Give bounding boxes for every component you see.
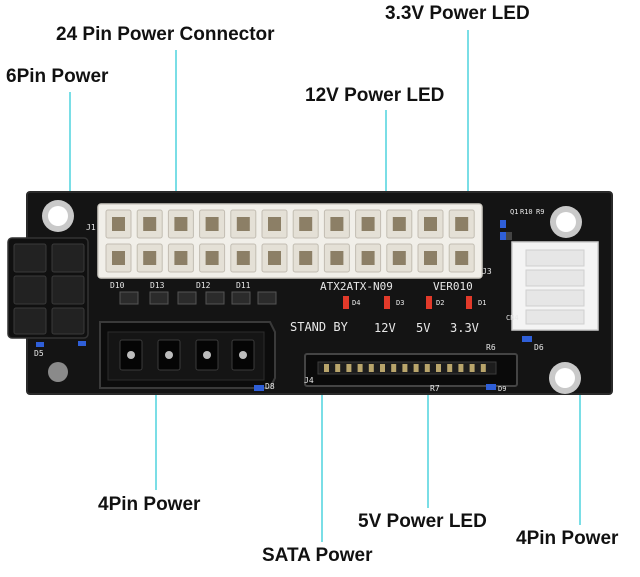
silk-board-name: ATX2ATX-N09 [320, 280, 393, 293]
silk-5v: 5V [416, 321, 430, 335]
sata-pin [335, 364, 341, 372]
silk-d6: D6 [534, 343, 544, 352]
label-4pin-power-right: 4Pin Power [516, 528, 619, 549]
pin-contact [205, 251, 219, 265]
silkscreen-text: ATX2ATX-N09 VER010 STAND BY 12V 5V 3.3V … [34, 208, 544, 393]
silk-r7: R7 [430, 384, 440, 393]
sata-pin [424, 364, 430, 372]
silk-d2: D2 [436, 299, 444, 307]
silk-d3: D3 [396, 299, 404, 307]
silk-version: VER010 [433, 280, 473, 293]
sata-pin [480, 364, 486, 372]
sata-pin [380, 364, 385, 372]
sata-pin [469, 364, 475, 372]
sata-pin [447, 364, 453, 372]
pin-contact [268, 251, 281, 265]
sata-pin [324, 364, 329, 372]
silk-standby: STAND BY [290, 320, 349, 334]
pin-contact [299, 251, 313, 265]
silk-d11: D11 [236, 281, 251, 290]
molex-4pin-connector-right [511, 241, 599, 331]
pin-contact [112, 251, 125, 265]
pin-contact [299, 217, 313, 231]
pin-contact [424, 251, 437, 265]
indicator-leds [343, 296, 472, 309]
atx-24pin-connector [97, 203, 483, 279]
sata-pin [391, 364, 397, 372]
sata-pin [368, 364, 374, 372]
sata-pin [357, 364, 363, 372]
pin-contact [205, 217, 219, 231]
pin-contact [143, 217, 157, 231]
mounting-holes [42, 200, 582, 394]
silk-12v: 12V [374, 321, 396, 335]
sata-pin [413, 364, 419, 372]
label-sata-power: SATA Power [262, 545, 373, 566]
pin-contact [361, 251, 375, 265]
sata-pin [436, 364, 441, 372]
pin-contact [143, 251, 157, 265]
pin-contact [330, 251, 344, 265]
silk-j1: J1 [86, 223, 96, 232]
label-24pin-power-connector: 24 Pin Power Connector [56, 24, 275, 45]
pin-contact [236, 217, 250, 231]
silk-cn4: CN4 [506, 314, 519, 322]
silk-d5: D5 [34, 349, 44, 358]
silk-r10: R10 [520, 208, 533, 216]
silk-d13: D13 [150, 281, 165, 290]
silk-d1: D1 [478, 299, 486, 307]
smd-components [36, 220, 532, 391]
pin-contact [174, 217, 188, 231]
silk-d8: D8 [265, 382, 275, 391]
sata-power-connector [304, 353, 518, 387]
pcie-6pin-connector [7, 237, 89, 339]
silk-j4: J4 [304, 376, 314, 385]
silk-3v3: 3.3V [450, 321, 479, 335]
pin-contact [392, 251, 406, 265]
pin-contact [174, 251, 188, 265]
pin-contact [392, 217, 406, 231]
silk-r9: R9 [536, 208, 544, 216]
pin-contact [330, 217, 344, 231]
label-6pin-power: 6Pin Power [6, 66, 109, 87]
label-3v3-power-led: 3.3V Power LED [385, 3, 530, 24]
pin-contact [361, 217, 375, 231]
sata-pin [458, 364, 464, 372]
silk-d4: D4 [352, 299, 360, 307]
silk-r6: R6 [486, 343, 496, 352]
sata-pin [346, 364, 352, 372]
pin-contact [236, 251, 250, 265]
silk-d10: D10 [110, 281, 125, 290]
pin-contact [424, 217, 437, 231]
label-4pin-power-left: 4Pin Power [98, 494, 201, 515]
molex-4pin-connector-left [99, 321, 276, 389]
pin-contact [112, 217, 125, 231]
silk-d12: D12 [196, 281, 211, 290]
status-diodes [119, 291, 277, 305]
label-5v-power-led: 5V Power LED [358, 511, 487, 532]
pin-contact [455, 217, 469, 231]
silk-d9: D9 [498, 385, 506, 393]
label-12v-power-led: 12V Power LED [305, 85, 445, 106]
silk-j3: J3 [482, 267, 492, 276]
pin-contact [268, 217, 281, 231]
sata-pin [402, 364, 408, 372]
silk-q1: Q1 [510, 208, 518, 216]
pin-contact [455, 251, 469, 265]
